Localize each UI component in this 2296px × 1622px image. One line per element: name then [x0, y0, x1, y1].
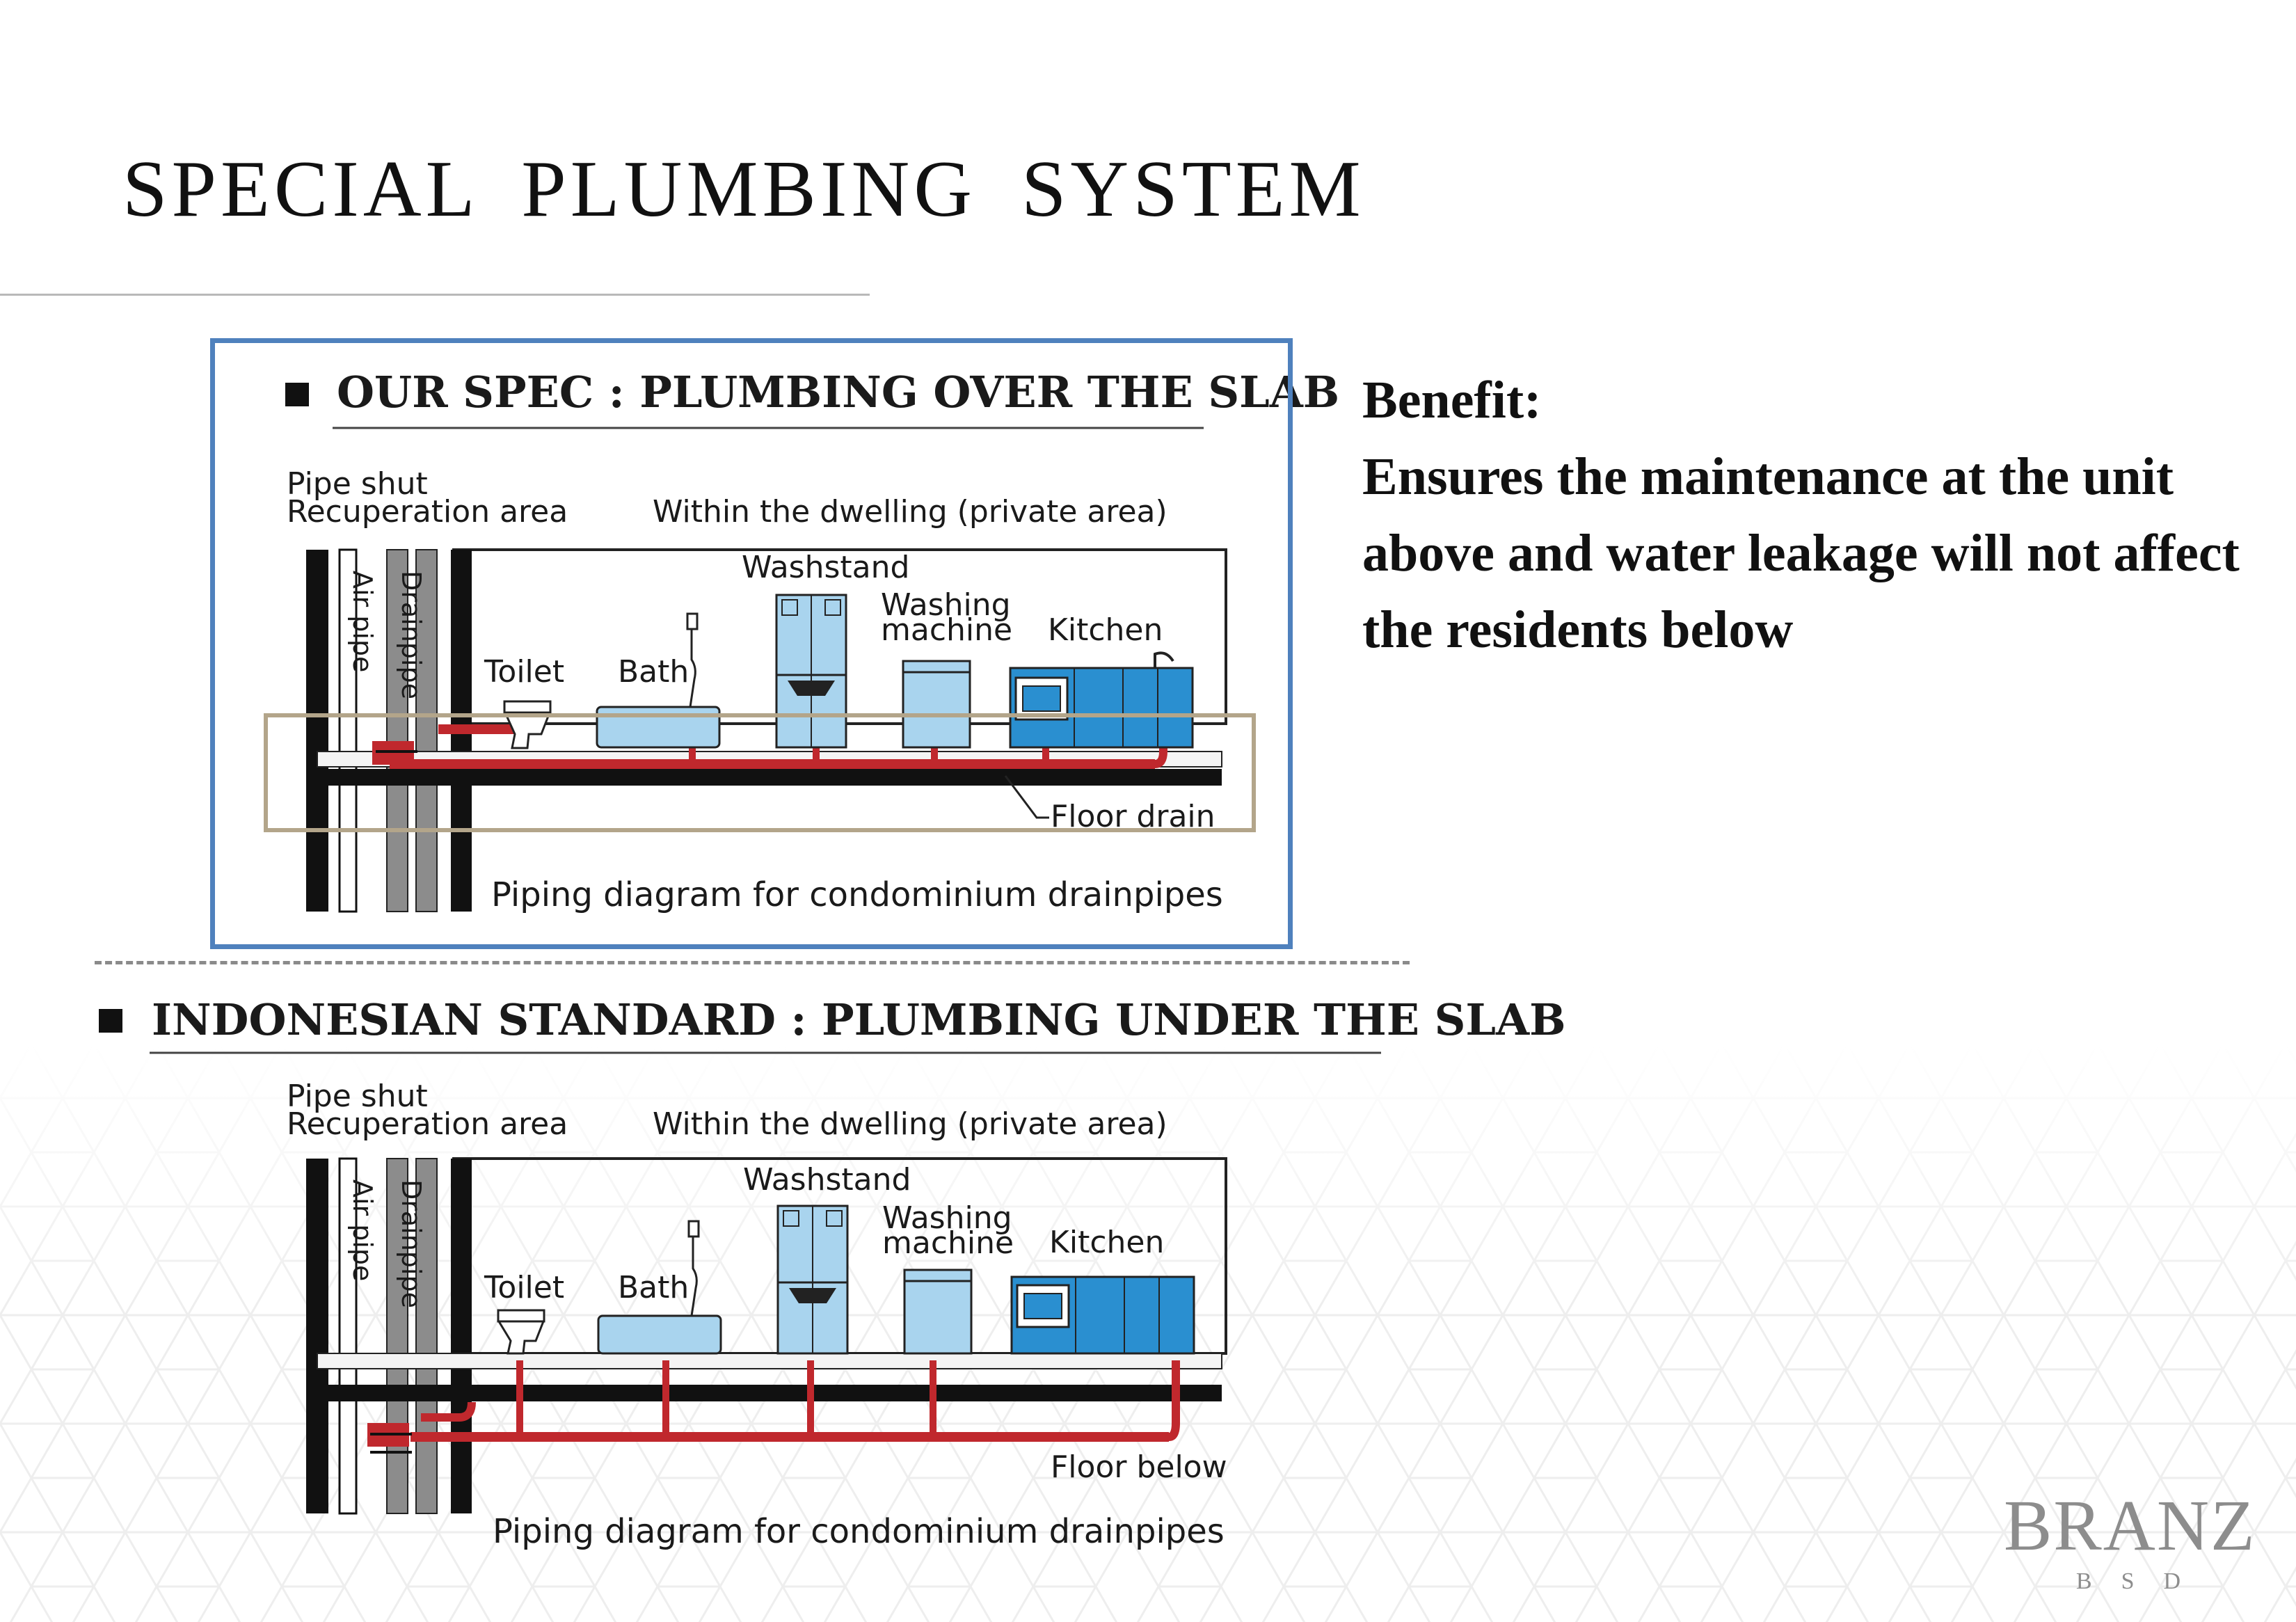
logo-subtext: BSD [2075, 1568, 2210, 1594]
drainpipe-label: Drainpipe [396, 571, 426, 699]
floor-drain-label: Floor drain [1051, 799, 1215, 834]
pipe-area-label: Pipe shut [287, 466, 428, 502]
air-pipe-label: Air pipe [347, 571, 378, 672]
air-pipe-label: Air pipe [347, 1179, 378, 1281]
kitchen-icon [1010, 1275, 1195, 1355]
kitchen-label: Kitchen [1048, 612, 1163, 648]
branz-logo: BRANZ BSD [2004, 1488, 2254, 1599]
title-divider [0, 294, 870, 296]
diagram-our-spec: OUR SPEC : PLUMBING OVER THE SLAB Pipe s… [264, 367, 1339, 914]
section-separator [95, 961, 1410, 964]
floor-below-label: Floor below [1051, 1449, 1227, 1485]
dwelling-label: Within the dwelling (private area) [653, 494, 1167, 530]
washing-machine-label-2: machine [882, 1225, 1014, 1261]
pipe-area-label-2: Recuperation area [287, 494, 568, 530]
diagram-caption: Piping diagram for condominium drainpipe… [493, 1512, 1225, 1551]
pipe-area-label-2: Recuperation area [287, 1106, 568, 1142]
washing-machine-label: Washing [881, 587, 1011, 623]
washstand-label: Washstand [742, 550, 909, 585]
toilet-label: Toilet [484, 654, 564, 690]
logo-wordmark: BRANZ [2004, 1486, 2256, 1566]
benefit-body: Ensures the maintenance at the unit abov… [1362, 447, 2240, 659]
benefit-text: Benefit: Ensures the maintenance at the … [1362, 362, 2267, 668]
dwelling-label: Within the dwelling (private area) [653, 1106, 1167, 1142]
kitchen-icon [1009, 651, 1194, 749]
diagram-heading: INDONESIAN STANDARD : PLUMBING UNDER THE… [152, 994, 1565, 1045]
toilet-label: Toilet [484, 1270, 564, 1305]
bath-label: Bath [618, 654, 689, 690]
slide-title: SPECIAL PLUMBING SYSTEM [122, 145, 1365, 234]
washing-machine-icon [903, 1269, 973, 1355]
washing-machine-label: Washing [882, 1200, 1012, 1236]
heading-square-icon [285, 383, 309, 406]
heading-square-icon [99, 1009, 122, 1033]
diagram-indonesian-standard: INDONESIAN STANDARD : PLUMBING UNDER THE… [99, 994, 1565, 1551]
our-spec-frame [210, 338, 1293, 949]
diagram-heading: OUR SPEC : PLUMBING OVER THE SLAB [337, 367, 1339, 418]
bath-label: Bath [618, 1270, 689, 1305]
washstand-icon [775, 594, 847, 749]
kitchen-label: Kitchen [1049, 1225, 1164, 1260]
pipe-area-label: Pipe shut [287, 1079, 428, 1114]
toilet-icon [497, 1309, 545, 1355]
benefit-heading: Benefit: [1362, 371, 1542, 429]
bath-icon [597, 1220, 722, 1355]
washstand-label: Washstand [743, 1162, 911, 1198]
drainpipe-label: Drainpipe [396, 1179, 426, 1308]
diagram-caption: Piping diagram for condominium drainpipe… [491, 875, 1223, 914]
washing-machine-label-2: machine [881, 612, 1012, 648]
washstand-icon [776, 1204, 849, 1355]
washing-machine-icon [902, 660, 971, 749]
